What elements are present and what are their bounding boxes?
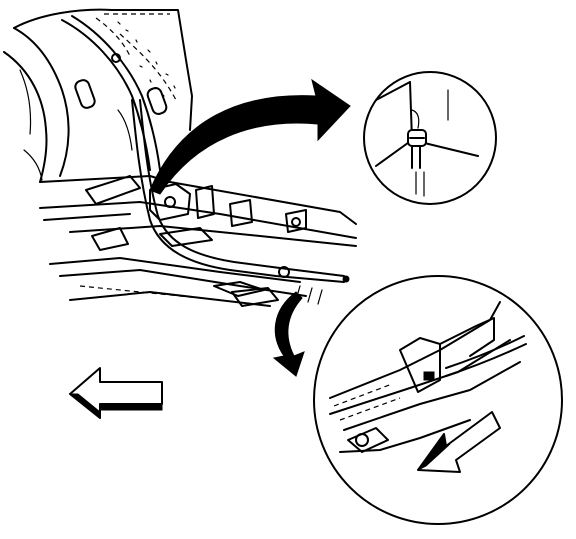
body-panel: [3, 8, 193, 183]
main-underbody-view: [3, 8, 357, 307]
guide-block: [213, 281, 265, 297]
panel-fastener: [111, 53, 121, 63]
panel-slot: [146, 87, 168, 115]
detail-circle-lower: [313, 275, 563, 525]
forward-direction-arrow: [68, 367, 163, 420]
callout-arrow-upper: [149, 78, 351, 195]
detail-view-lower: [313, 275, 563, 525]
callout-arrow-lower: [272, 291, 305, 377]
underbody-rails: [39, 175, 357, 307]
detail-circle-upper: [363, 71, 497, 205]
cable-end-fitting: [347, 427, 389, 453]
cable-bracket: [399, 337, 441, 393]
panel-slot: [74, 79, 96, 109]
pull-direction-arrow: [417, 411, 501, 473]
bracket-hole: [164, 196, 176, 208]
cable-fitting: [278, 266, 290, 278]
bracket: [149, 183, 191, 221]
cable-clip: [423, 371, 435, 381]
detail-view-upper: [363, 71, 497, 205]
parking-brake-cable: [131, 99, 350, 305]
